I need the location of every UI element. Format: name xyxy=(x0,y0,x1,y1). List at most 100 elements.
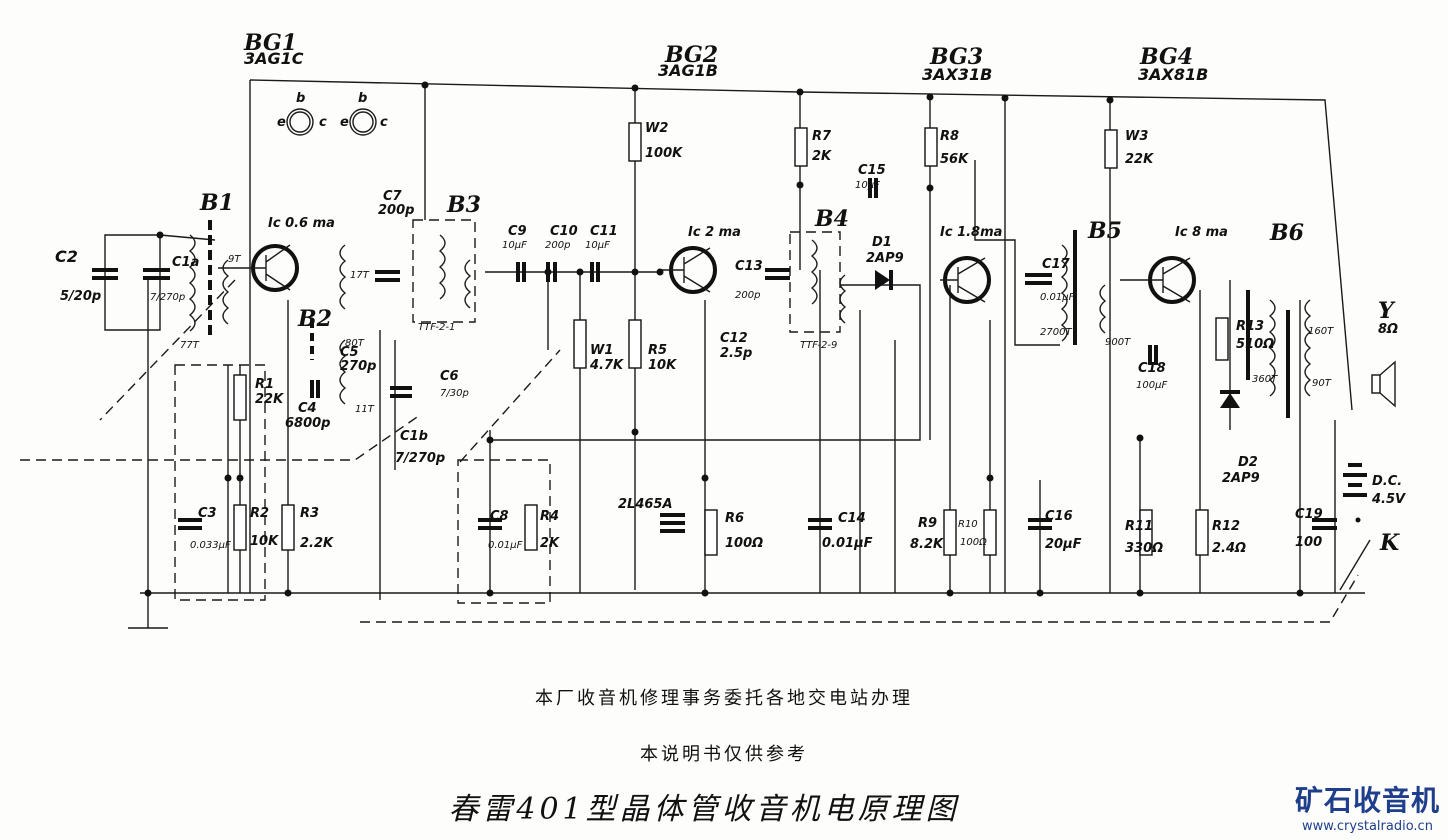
pin-c1: c xyxy=(319,115,327,130)
value-y: 8Ω xyxy=(1378,322,1398,337)
label-c15: C15 xyxy=(858,163,886,178)
value-r9: 8.2K xyxy=(910,537,944,552)
label-c8: C8 xyxy=(490,509,509,524)
pin-e2: e xyxy=(340,115,349,130)
label-c4: C4 xyxy=(298,401,317,416)
switch-k xyxy=(1339,517,1371,591)
label-r2: R2 xyxy=(250,506,269,521)
note-reference: 本说明书仅供参考 xyxy=(640,744,808,765)
battery-dc xyxy=(1343,463,1367,497)
label-c6: C6 xyxy=(440,369,459,384)
bg3-model: 3AX31B xyxy=(922,65,992,84)
value-r3: 2.2K xyxy=(300,536,334,551)
label-b1: B1 xyxy=(199,190,234,216)
label-c2: C2 xyxy=(55,247,78,266)
label-dc: D.C. xyxy=(1372,474,1402,489)
bg2-name: BG2 xyxy=(664,42,718,68)
transistor-bg2 xyxy=(660,246,717,294)
label-ttf29: TTF-2-9 xyxy=(800,340,837,351)
value-c16: 20μF xyxy=(1045,537,1082,552)
label-c1a: C1a xyxy=(172,255,199,270)
label-w2: W2 xyxy=(645,121,668,136)
value-c7: 200p xyxy=(378,203,414,218)
pin-b1: b xyxy=(296,91,305,106)
label-r11: R11 xyxy=(1125,519,1153,534)
label-c13: C13 xyxy=(735,259,763,274)
label-r6: R6 xyxy=(725,511,744,526)
bg2-ic: Ic 2 ma xyxy=(688,225,741,240)
value-c2: 5/20p xyxy=(60,289,101,304)
label-r4: R4 xyxy=(540,509,559,524)
value-r4: 2K xyxy=(540,536,560,551)
bg4-model: 3AX81B xyxy=(1138,65,1208,84)
transistor-bg3 xyxy=(940,256,991,304)
turns-17t: 17T xyxy=(350,270,370,281)
shield-boxes xyxy=(174,219,841,604)
value-r7: 2K xyxy=(812,149,832,164)
value-c4: 6800p xyxy=(285,416,331,431)
value-c12: 2.5p xyxy=(720,346,752,361)
ground-stub xyxy=(128,593,168,629)
label-c14: C14 xyxy=(838,511,866,526)
coils xyxy=(188,234,1312,405)
watermark-logo: 矿石收音机 www.crystalradio.cn xyxy=(1295,779,1440,834)
component-labels: W2 100K R7 2K R8 56K C15 10μF W3 22K B1 … xyxy=(55,121,1406,556)
bg2-model: 3AG1B xyxy=(658,61,718,80)
value-c15: 10μF xyxy=(855,180,880,191)
turns-77t: 77T xyxy=(180,340,200,351)
label-2l465a: 2L465A xyxy=(618,497,673,512)
value-c3: 0.033μF xyxy=(190,540,231,551)
label-w1: W1 xyxy=(590,343,613,358)
value-c9: 10μF xyxy=(502,240,527,251)
value-r2: 10K xyxy=(250,534,279,549)
value-r1: 22K xyxy=(255,392,284,407)
value-r8: 56K xyxy=(940,152,969,167)
turns-360t: 360T xyxy=(1252,374,1278,385)
bg3-ic: Ic 1.8ma xyxy=(940,225,1002,240)
wiring xyxy=(104,80,1336,600)
label-b4: B4 xyxy=(814,206,849,232)
label-r1: R1 xyxy=(255,377,274,392)
value-d2: 2AP9 xyxy=(1222,471,1260,486)
label-r9: R9 xyxy=(918,516,937,531)
value-c1a: 7/270p xyxy=(150,292,185,303)
label-c5: C5 xyxy=(340,345,359,360)
diagram-title: 春雷401型晶体管收音机电原理图 xyxy=(448,792,960,827)
turns-2700t: 2700T xyxy=(1040,327,1072,338)
junction-dots xyxy=(144,81,1304,597)
value-r6: 100Ω xyxy=(725,536,763,551)
pin-e1: e xyxy=(277,115,286,130)
label-k: K xyxy=(1379,530,1400,556)
label-c7: C7 xyxy=(383,189,403,204)
speaker-y xyxy=(1371,360,1396,408)
pinout-diagram xyxy=(286,108,377,136)
pin-c2: c xyxy=(380,115,388,130)
value-w2: 100K xyxy=(645,146,683,161)
value-c18: 100μF xyxy=(1136,380,1167,391)
logo-text: 矿石收音机 xyxy=(1294,784,1440,817)
value-r5: 10K xyxy=(648,358,677,373)
label-b6: B6 xyxy=(1269,220,1304,246)
bg4-name: BG4 xyxy=(1139,44,1193,70)
label-b3: B3 xyxy=(446,192,481,218)
label-c17: C17 xyxy=(1042,257,1071,272)
note-repair: 本厂收音机修理事务委托各地交电站办理 xyxy=(535,688,913,709)
label-d1: D1 xyxy=(872,235,892,250)
value-w3: 22K xyxy=(1125,152,1154,167)
value-dc: 4.5V xyxy=(1371,492,1406,507)
gang-tuning-link xyxy=(20,279,1359,623)
label-c12: C12 xyxy=(720,331,748,346)
label-r12: R12 xyxy=(1212,519,1240,534)
value-c8: 0.01μF xyxy=(488,540,523,551)
turns-9t: 9T xyxy=(228,254,241,265)
value-c5: 270p xyxy=(340,359,376,374)
bg1-ic: Ic 0.6 ma xyxy=(268,216,335,231)
label-r7: R7 xyxy=(812,129,832,144)
value-c17: 0.01μF xyxy=(1040,292,1075,303)
value-c19: 100 xyxy=(1295,535,1322,550)
bg1-name: BG1 xyxy=(243,30,297,56)
label-c16: C16 xyxy=(1045,509,1073,524)
value-r12: 2.4Ω xyxy=(1212,541,1246,556)
